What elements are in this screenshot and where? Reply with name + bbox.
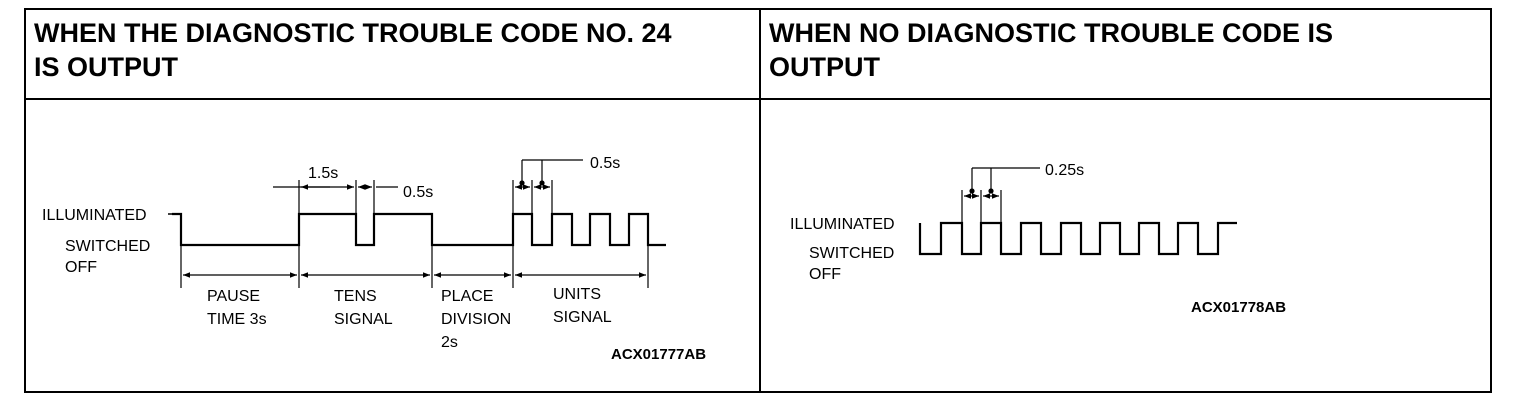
left-heading: WHEN THE DIAGNOSTIC TROUBLE CODE NO. 24 … [34, 16, 754, 84]
right-pulse-duration: 0.25s [1045, 162, 1084, 179]
right-waveform [918, 221, 1237, 256]
left-upper-extensions [273, 180, 398, 214]
right-heading-line2: OUTPUT [769, 52, 880, 82]
units-pulse-duration: 0.5s [590, 155, 620, 172]
left-off-label: OFF [65, 259, 97, 276]
left-timing-diagram [168, 159, 666, 288]
tens-gap-duration: 0.5s [403, 184, 433, 201]
left-lower-extensions [180, 245, 649, 288]
place-label-1: PLACE [441, 288, 493, 305]
tens-pulse-duration: 1.5s [308, 165, 338, 182]
diagram-table: WHEN THE DIAGNOSTIC TROUBLE CODE NO. 24 … [24, 8, 1492, 393]
pause-label-2: TIME 3s [207, 311, 267, 328]
right-labels: ILLUMINATED SWITCHED OFF 0.25s ACX01778A… [790, 162, 1286, 316]
left-waveform [172, 212, 666, 247]
units-bracket-dots [519, 180, 545, 186]
right-timing-diagram [918, 167, 1237, 256]
left-labels: ILLUMINATED SWITCHED OFF 1.5s 0.5s 0.5s … [42, 155, 706, 363]
left-heading-line1: WHEN THE DIAGNOSTIC TROUBLE CODE NO. 24 [34, 18, 672, 48]
right-bracket-dots [969, 188, 994, 194]
units-pulse-bracket [512, 159, 583, 214]
right-illuminated-label: ILLUMINATED [790, 216, 895, 233]
left-heading-line2: IS OUTPUT [34, 52, 179, 82]
left-figure-code: ACX01777AB [611, 346, 706, 363]
right-off-label: OFF [809, 266, 841, 283]
place-label-2: DIVISION [441, 311, 511, 328]
right-figure-code: ACX01778AB [1191, 299, 1286, 316]
right-heading: WHEN NO DIAGNOSTIC TROUBLE CODE IS OUTPU… [769, 16, 1484, 84]
tens-label-2: SIGNAL [334, 311, 393, 328]
left-switched-label: SWITCHED [65, 238, 150, 255]
left-illuminated-label: ILLUMINATED [42, 207, 147, 224]
header-divider [26, 98, 1490, 100]
pause-label-1: PAUSE [207, 288, 260, 305]
column-divider [759, 10, 761, 391]
units-label-2: SIGNAL [553, 309, 612, 326]
right-pulse-bracket [961, 167, 1040, 223]
place-label-3: 2s [441, 334, 458, 351]
right-heading-line1: WHEN NO DIAGNOSTIC TROUBLE CODE IS [769, 18, 1334, 48]
units-label-1: UNITS [553, 286, 601, 303]
right-switched-label: SWITCHED [809, 245, 894, 262]
tens-label-1: TENS [334, 288, 377, 305]
